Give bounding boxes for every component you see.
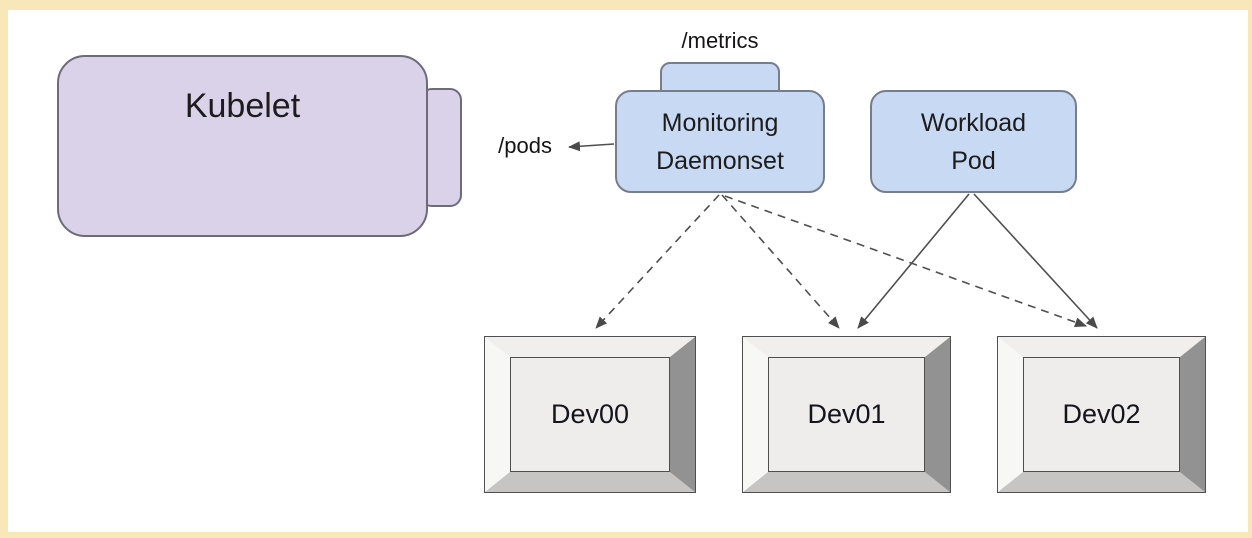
device-node-dev02: Dev02 — [998, 337, 1205, 492]
dev00-label: Dev00 — [550, 399, 630, 429]
monitoring-label-line2: Daemonset — [656, 146, 784, 175]
pods-endpoint-label: /pods — [498, 133, 552, 158]
monitoring-label-line1: Monitoring — [661, 108, 779, 137]
kubelet-node: Kubelet — [57, 55, 428, 237]
device-node-dev00: Dev00 — [485, 337, 695, 492]
workload-label-line1: Workload — [920, 108, 1027, 137]
workload-label-line2: Pod — [951, 146, 996, 175]
dev01-label: Dev01 — [807, 399, 886, 429]
device-node-dev01: Dev01 — [743, 337, 950, 492]
monitoring-daemonset-node: Monitoring Daemonset — [615, 90, 825, 193]
workload-pod-node: Workload Pod — [870, 90, 1077, 193]
dev02-label: Dev02 — [1062, 399, 1141, 429]
kubelet-label: Kubelet — [184, 87, 301, 125]
metrics-endpoint-label: /metrics — [681, 28, 759, 53]
